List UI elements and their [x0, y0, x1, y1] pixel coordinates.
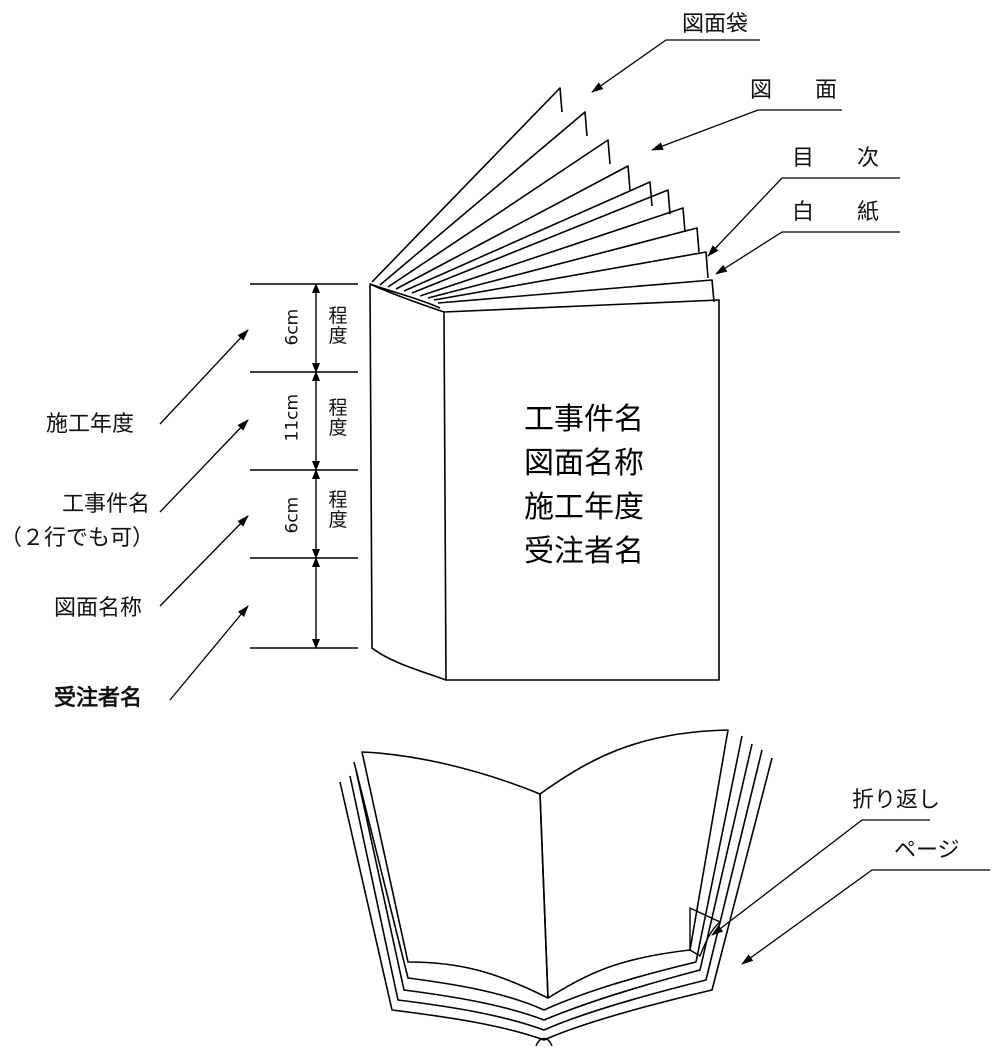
open-book	[339, 729, 773, 1047]
cover-text: 工事件名 図面名称 施工年度 受注者名	[448, 398, 720, 574]
open-book-right-page	[539, 729, 729, 999]
dim-6cm-top-size: 6cm	[282, 308, 303, 346]
dim-11cm-note: 程度	[328, 397, 348, 439]
cover-drawing-title: 図面名称	[524, 446, 644, 481]
label-construction-year: 施工年度	[46, 412, 135, 437]
leader-lines-open-book	[711, 819, 990, 965]
label-drawing-envelope: 図面袋	[682, 12, 749, 37]
label-contents: 目 次	[792, 146, 897, 171]
front-cover	[443, 299, 720, 681]
dim-6cm-bottom-size: 6cm	[282, 496, 303, 534]
fanned-pages	[369, 87, 715, 309]
folded-corner	[689, 907, 721, 957]
label-blank-sheet: 白 紙	[792, 200, 897, 225]
label-drawing-title: 図面名称	[54, 596, 143, 621]
closed-book	[369, 87, 720, 681]
cover-project-name: 工事件名	[524, 402, 644, 437]
book-spine	[369, 283, 447, 681]
cover-contractor-name: 受注者名	[524, 534, 644, 569]
label-project-name: 工事件名	[62, 492, 151, 517]
spine-dimensions	[250, 283, 358, 649]
dim-6cm-top-note: 程度	[328, 305, 348, 347]
leader-lines-left	[159, 329, 249, 701]
cover-construction-year: 施工年度	[524, 490, 644, 525]
label-project-name-note: （２行でも可）	[0, 526, 155, 551]
label-drawings: 図 面	[750, 78, 855, 103]
label-contractor-name: 受注者名	[54, 686, 143, 711]
dim-6cm-bottom-note: 程度	[328, 489, 348, 531]
leader-lines-top	[591, 39, 900, 275]
label-page: ページ	[894, 838, 960, 863]
label-fold-back: 折り返し	[852, 788, 941, 813]
dim-11cm-size: 11cm	[282, 393, 303, 442]
